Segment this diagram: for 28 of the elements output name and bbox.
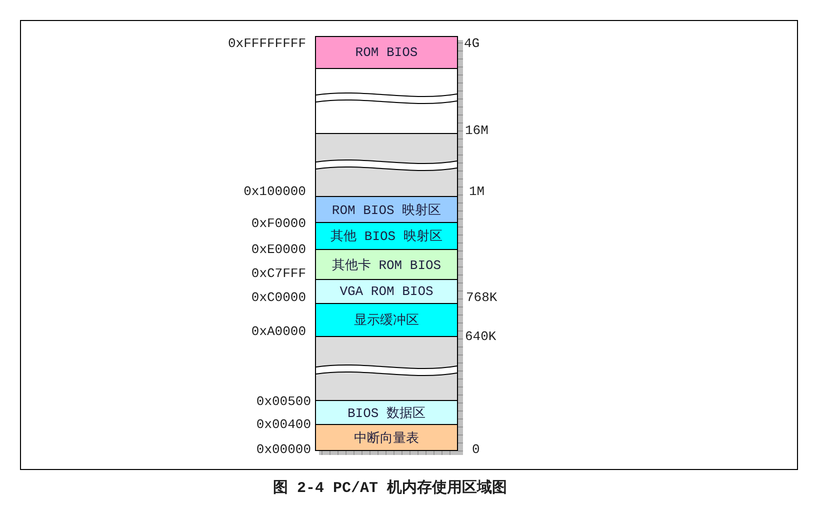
memory-region: VGA ROM BIOS — [315, 279, 458, 304]
size-label: 640K — [465, 329, 496, 344]
memory-region: ROM BIOS — [315, 36, 458, 69]
address-label: 0xC0000 — [251, 290, 306, 305]
size-label: 4G — [464, 36, 480, 51]
memory-region: ROM BIOS 映射区 — [315, 196, 458, 223]
memory-region: 中断向量表 — [315, 424, 458, 451]
address-label: 0xF0000 — [251, 216, 306, 231]
memory-region: 其他 BIOS 映射区 — [315, 222, 458, 250]
memory-region: BIOS 数据区 — [315, 400, 458, 425]
address-label: 0x00400 — [256, 417, 311, 432]
address-label: 0x00000 — [256, 442, 311, 457]
address-label: 0xE0000 — [251, 242, 306, 257]
address-label: 0x00500 — [256, 394, 311, 409]
unused-memory-region — [315, 336, 458, 401]
figure-caption: 图 2-4 PC/AT 机内存使用区域图 — [272, 478, 508, 497]
unused-memory-region — [315, 68, 458, 134]
address-label: 0xA0000 — [251, 324, 306, 339]
size-label: 0 — [472, 442, 480, 457]
address-label: 0x100000 — [244, 184, 306, 199]
size-label: 768K — [466, 290, 498, 305]
memory-region: 其他卡 ROM BIOS — [315, 249, 458, 280]
address-label: 0xFFFFFFFF — [228, 36, 306, 51]
unused-memory-region — [315, 133, 458, 197]
size-label: 16M — [465, 123, 488, 138]
address-label: 0xC7FFF — [251, 266, 306, 281]
size-label: 1M — [469, 184, 485, 199]
memory-region: 显示缓冲区 — [315, 303, 458, 337]
